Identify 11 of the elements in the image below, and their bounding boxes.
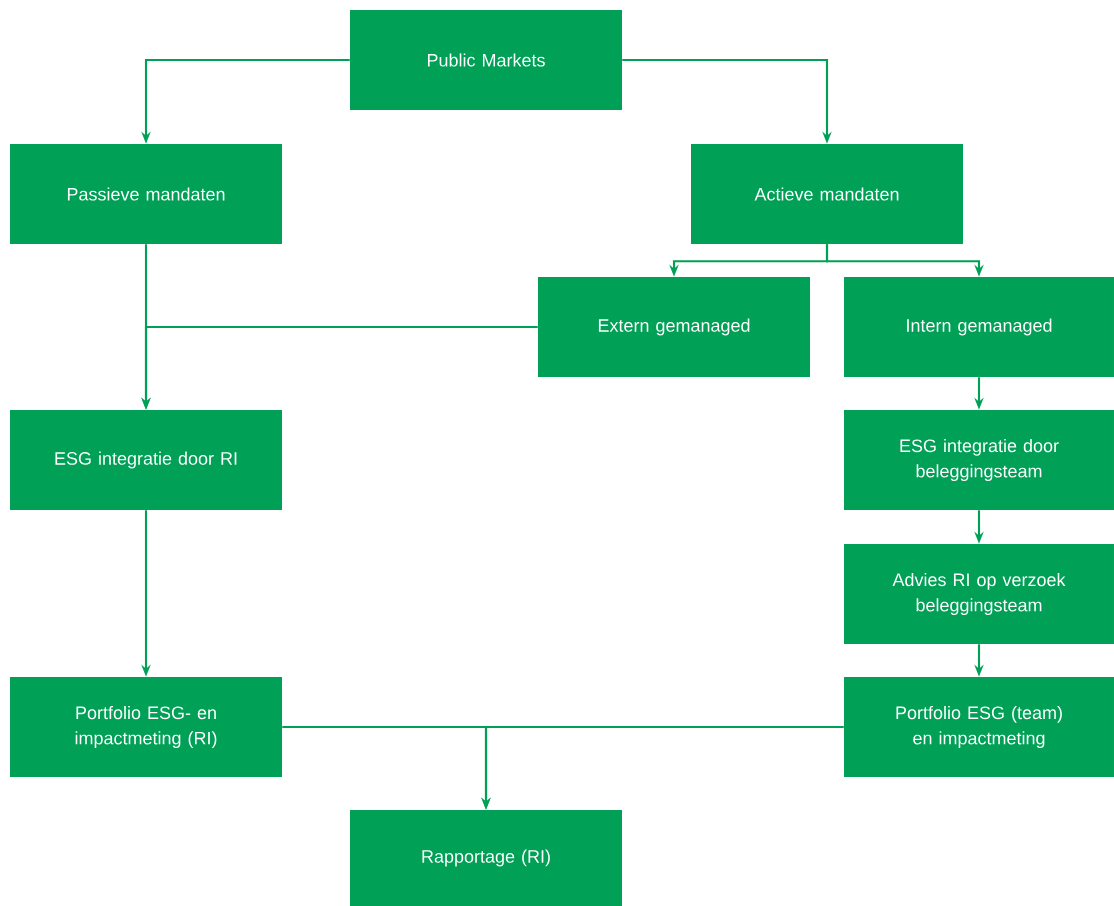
process-box: Rapportage (RI) (350, 810, 622, 906)
process-box: Advies RI op verzoek beleggingsteam (844, 544, 1114, 644)
process-box: ESG integratie door beleggingsteam (844, 410, 1114, 510)
process-box: Passieve mandaten (10, 144, 282, 244)
process-box: Intern gemanaged (844, 277, 1114, 377)
process-box: Portfolio ESG (team) en impactmeting (844, 677, 1114, 777)
process-box: ESG integratie door RI (10, 410, 282, 510)
process-box: Actieve mandaten (691, 144, 963, 244)
process-box: Public Markets (350, 10, 622, 110)
process-box: Extern gemanaged (538, 277, 810, 377)
process-box: Portfolio ESG- en impactmeting (RI) (10, 677, 282, 777)
